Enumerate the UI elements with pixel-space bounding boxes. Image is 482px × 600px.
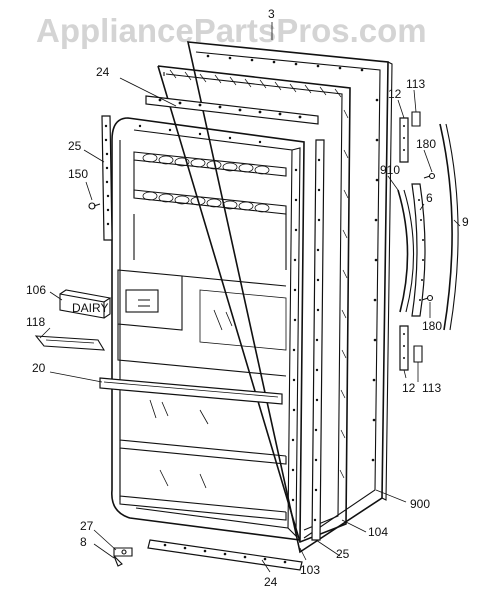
callout-24-top: 24 [96, 65, 110, 79]
callout-103: 103 [300, 563, 320, 577]
callout-12-top: 12 [388, 87, 402, 101]
callout-113-top: 113 [406, 77, 425, 91]
handle-trim-9 [439, 123, 459, 331]
callout-113-bottom: 113 [422, 381, 441, 395]
callout-8: 8 [80, 535, 87, 549]
callout-180-bottom: 180 [422, 319, 442, 333]
handle-end-cap-bottom [399, 325, 409, 371]
dairy-label: DAIRY [72, 301, 108, 315]
callout-25-bottom: 25 [336, 547, 350, 561]
callout-910: 910 [380, 163, 400, 177]
callout-25-left: 25 [68, 139, 82, 153]
handle-end-cap-top [399, 117, 409, 163]
inner-door-liner [111, 117, 305, 541]
bottom-breaker-strip [147, 539, 303, 571]
egg-shelves [133, 151, 287, 270]
callout-106: 106 [26, 283, 46, 297]
callout-118: 118 [26, 315, 45, 329]
watermark-text: AppliancePartsPros.com [36, 12, 427, 49]
left-breaker-strip [101, 115, 113, 241]
top-breaker-strip [145, 95, 319, 125]
dairy-door: DAIRY [59, 289, 112, 319]
callout-104: 104 [368, 525, 388, 539]
handle-cap-113-top [411, 111, 421, 127]
handle-910 [397, 189, 415, 313]
dairy-compartment [117, 269, 287, 377]
callout-12-bottom: 12 [402, 381, 416, 395]
callout-6: 6 [426, 191, 433, 205]
callout-180-top: 180 [416, 137, 436, 151]
right-breaker-strip [311, 139, 325, 541]
screw-180-bottom [421, 294, 434, 302]
outer-door-panel [186, 41, 393, 554]
door-gasket [157, 65, 351, 544]
door-shelf-bar [99, 377, 283, 405]
handle-6 [411, 183, 426, 317]
leader-lines [39, 22, 461, 573]
callout-900: 900 [410, 497, 430, 511]
callout-3: 3 [268, 7, 275, 21]
callout-150: 150 [68, 167, 88, 181]
screw-8 [113, 555, 123, 567]
callout-20: 20 [32, 361, 46, 375]
callout-24-bottom: 24 [264, 575, 278, 589]
handle-cap-113-bottom [413, 345, 423, 363]
callout-9: 9 [462, 215, 469, 229]
screw-150 [88, 202, 101, 210]
screw-180-top [423, 172, 436, 180]
hinge-27 [113, 547, 133, 557]
dairy-door-tray [34, 335, 106, 351]
callout-labels: 3 24 25 150 106 118 20 27 8 24 103 25 10… [26, 7, 469, 589]
lower-door-shelves [119, 392, 287, 521]
callout-27: 27 [80, 519, 94, 533]
